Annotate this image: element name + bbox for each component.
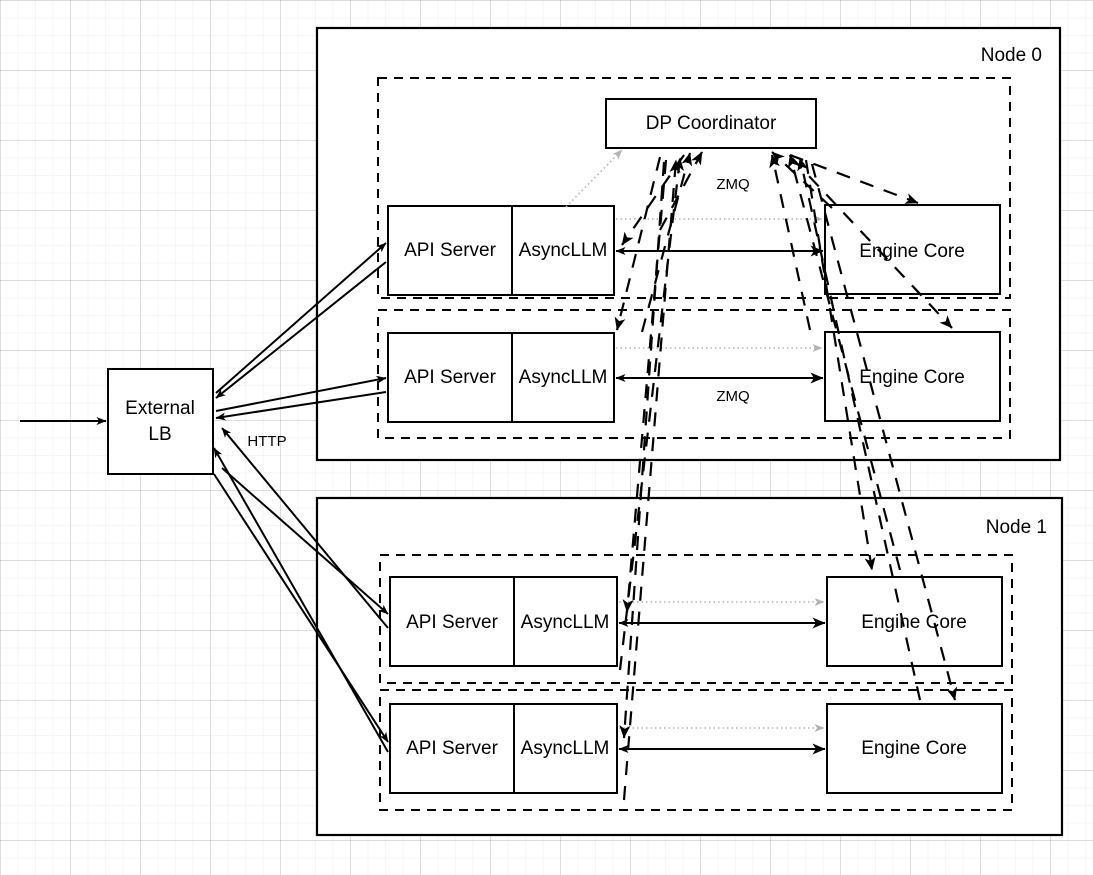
node-1-row-0-engine-core-box[interactable]	[826, 576, 1003, 667]
node-1-row-1-async-llm-label: AsyncLLM	[521, 738, 610, 759]
edge-node0-api1-to-lb	[215, 391, 387, 421]
edge-node1-core1-to-coordinator	[797, 157, 922, 701]
edge-coordinator-to-node0-async0	[621, 154, 685, 246]
edge-node0-async1-to-coordinator	[640, 152, 693, 333]
node-0-row-0-async-llm-label: AsyncLLM	[519, 240, 608, 261]
node-1-row-0-async-llm-label: AsyncLLM	[521, 612, 610, 633]
node-1-row-1-api-server-label: API Server	[406, 738, 499, 759]
node-1-group-1	[379, 689, 1013, 811]
edge-lb-to-node0-api0	[215, 242, 387, 394]
edge-node1-api1-to-lb	[213, 447, 389, 753]
edge-coordinator-to-node1-core1	[810, 163, 958, 701]
edge-coordinator-to-node1-async1	[619, 161, 666, 739]
node-0-row-1-async-llm-label: AsyncLLM	[519, 367, 608, 388]
node-1-row-1-engine-core-box[interactable]	[826, 703, 1003, 794]
node-0-row-0-zmq-label: ZMQ	[716, 176, 749, 193]
node-0-row-0-api-server-box[interactable]	[387, 205, 615, 296]
edge-lb-to-node0-api1	[215, 375, 387, 412]
node-1-label: Node 1	[986, 517, 1047, 538]
edge-node0-api0-to-lb	[215, 261, 387, 399]
node-0-row-0-engine-core-box[interactable]	[824, 204, 1001, 295]
node-1-row-0-api-server-label: API Server	[406, 612, 499, 633]
http-label: HTTP	[247, 433, 286, 450]
node-1-row-1-api-server-box[interactable]	[389, 703, 618, 794]
external-lb-box[interactable]	[107, 368, 214, 475]
edge-node0-core1-to-coordinator	[769, 154, 812, 331]
node-0-label: Node 0	[981, 45, 1042, 66]
edge-lb-to-node1-api0	[221, 467, 389, 615]
edge-lb-to-node1-api1	[213, 473, 389, 743]
node-0-row-0-api-server-label: API Server	[404, 240, 497, 261]
node-0-group-0	[377, 77, 1011, 299]
external-lb-label-line1: External	[125, 398, 195, 419]
dp-coordinator-box[interactable]	[605, 98, 817, 149]
edge-node1-async1-to-coordinator	[622, 159, 681, 801]
node-1-row-0-api-server-box[interactable]	[389, 576, 618, 667]
node-0-row-1-engine-core-label: Engine Core	[859, 367, 965, 388]
edge-node1-api0-to-lb	[221, 427, 389, 629]
node-0-row-1-zmq-label: ZMQ	[716, 388, 749, 405]
node-1-row-1-engine-core-label: Engine Core	[861, 738, 967, 759]
node-0-group-1	[377, 309, 1011, 439]
edge-coordinator-to-node1-async0	[622, 159, 668, 613]
edge-coordinator-to-node1-core0	[804, 159, 876, 571]
dp-coordinator-label: DP Coordinator	[646, 113, 777, 134]
edge-node1-core0-to-coordinator	[787, 154, 902, 571]
node-0-row-1-api-server-label: API Server	[404, 367, 497, 388]
edge-coordinator-to-node0-core0	[789, 153, 919, 205]
node-0-row-1-api-server-box[interactable]	[387, 332, 615, 423]
edge-coordinator-to-node0-core1	[791, 157, 953, 329]
external-lb-label-line2: LB	[148, 424, 171, 445]
edge-coordinator-to-node0-async1	[614, 156, 662, 331]
node-1-row-0-engine-core-label: Engine Core	[861, 612, 967, 633]
node-0-row-0-engine-core-label: Engine Core	[859, 241, 965, 262]
